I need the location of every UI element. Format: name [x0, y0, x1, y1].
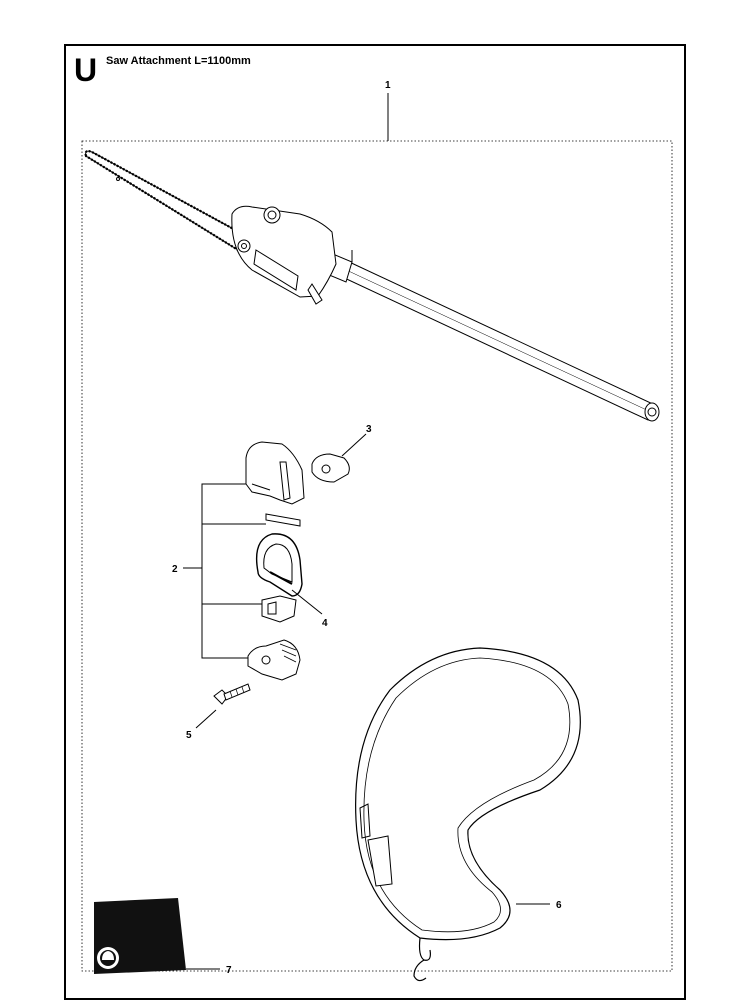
- part-manual: [94, 898, 220, 974]
- upper-clip: [245, 441, 305, 505]
- saw-chain: [84, 150, 252, 252]
- callout-5: 5: [186, 730, 192, 741]
- strap-outer: [355, 647, 581, 941]
- lower-clip-ribs: [279, 643, 297, 663]
- bar-nose-hole: [116, 177, 120, 181]
- clip-insert-notch: [267, 601, 277, 615]
- page-frame: [64, 44, 686, 1000]
- strap-keeper: [359, 803, 371, 839]
- strap-inner: [363, 657, 571, 933]
- leader-line-4: [291, 589, 323, 615]
- gear-housing: [231, 205, 337, 298]
- bar-nut-center: [241, 243, 247, 249]
- oil-cap: [263, 206, 281, 224]
- strap-buckle: [367, 835, 393, 887]
- part-saw-attachment: [84, 93, 660, 422]
- thin-plate: [265, 513, 301, 527]
- assembly-boundary: [81, 140, 673, 972]
- d-ring-inner: [263, 543, 293, 583]
- lower-clip-hole: [261, 655, 271, 665]
- upper-clip-edge: [251, 483, 271, 491]
- guide-bar: [85, 150, 251, 251]
- cap-hole: [321, 464, 331, 474]
- lower-clip: [247, 639, 301, 681]
- bar-nut: [237, 239, 251, 253]
- leader-line-5: [195, 709, 217, 729]
- tube-end: [644, 402, 660, 422]
- callout-3: 3: [366, 424, 372, 435]
- housing-foot: [307, 283, 323, 305]
- tube-end-spline: [647, 407, 657, 417]
- screw-thread: [229, 686, 245, 698]
- section-title: Saw Attachment L=1100mm: [106, 55, 251, 67]
- upper-clip-slot: [279, 461, 291, 501]
- housing-panel: [253, 249, 299, 291]
- callout-6: 6: [556, 900, 562, 911]
- section-letter: U: [74, 52, 98, 88]
- oil-cap-center: [267, 210, 277, 220]
- leader-line-3: [341, 433, 367, 457]
- cap-body: [311, 453, 350, 483]
- callout-2: 2: [172, 564, 178, 575]
- strap-hook: [418, 937, 431, 961]
- snap-hook: [413, 959, 427, 982]
- callout-4: 4: [322, 618, 328, 629]
- d-ring-pin: [269, 571, 293, 585]
- clip-insert: [261, 595, 297, 623]
- tube-highlight: [341, 267, 652, 413]
- bracket-line: [201, 483, 250, 659]
- part-harness-clip-set: [183, 441, 323, 681]
- part-screw: [195, 683, 251, 729]
- part-strap: [355, 647, 581, 982]
- callout-7: 7: [226, 965, 232, 976]
- helmet-icon-shape: [102, 951, 114, 960]
- part-cap: [311, 433, 367, 483]
- callout-1: 1: [385, 80, 391, 91]
